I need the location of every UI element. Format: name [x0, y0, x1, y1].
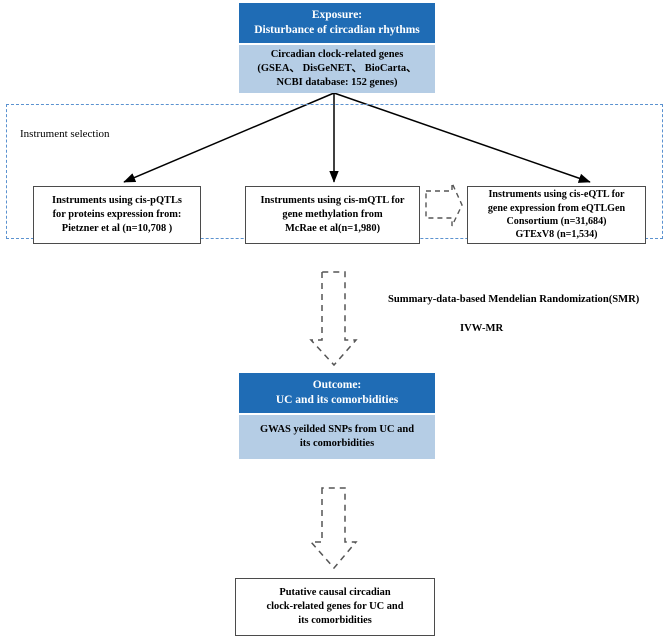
mqtl-line1: Instruments using cis-mQTL for	[260, 195, 405, 207]
pqtl-line1: Instruments using cis-pQTLs	[52, 195, 182, 207]
instrument-box-eqtl: Instruments using cis-eQTL for gene expr…	[467, 186, 646, 244]
outcome-body-line1: GWAS yeilded SNPs from UC and	[259, 424, 415, 436]
conclusion-line1: Putative causal circadian	[279, 587, 391, 599]
methods-label-group: Summary-data-based Mendelian Randomizati…	[388, 294, 658, 334]
mqtl-line2: gene methylation from	[282, 209, 383, 221]
dashed-block-arrow-to-outcome	[309, 271, 358, 367]
method-ivw-mr-label: IVW-MR	[460, 323, 504, 334]
exposure-header-box: Exposure: Disturbance of circadian rhyth…	[239, 3, 435, 43]
outcome-gwas-box: GWAS yeilded SNPs from UC and its comorb…	[239, 415, 435, 459]
exposure-body-line3: NCBI database: 152 genes)	[276, 76, 398, 88]
outcome-header-line2: UC and its comorbidities	[275, 394, 399, 406]
method-smr-label: Summary-data-based Mendelian Randomizati…	[388, 294, 640, 305]
conclusion-line2: clock-related genes for UC and	[266, 601, 404, 613]
instrument-box-pqtl: Instruments using cis-pQTLs for proteins…	[33, 186, 201, 244]
instrument-selection-label: Instrument selection	[20, 128, 110, 140]
exposure-body-line2: (GSEA、 DisGeNET、 BioCarta、	[257, 63, 417, 75]
eqtl-line2: gene expression from eQTLGen	[487, 202, 626, 214]
exposure-header-line1: Exposure:	[311, 8, 363, 21]
eqtl-line1: Instruments using cis-eQTL for	[488, 189, 625, 201]
conclusion-line3: its comorbidities	[298, 614, 372, 626]
pqtl-line2: for proteins expression from:	[52, 209, 182, 221]
exposure-genes-box: Circadian clock-related genes (GSEA、 Dis…	[239, 45, 435, 93]
eqtl-line3: Consortium (n=31,684)	[506, 216, 607, 227]
dashed-block-arrow-to-conclusion	[309, 487, 358, 570]
exposure-body-line1: Circadian clock-related genes	[270, 49, 404, 61]
eqtl-line4: GTExV8 (n=1,534)	[515, 229, 598, 241]
exposure-header-line2: Disturbance of circadian rhythms	[254, 24, 420, 36]
outcome-header-line1: Outcome:	[312, 378, 362, 391]
mqtl-line3: McRae et al(n=1,980)	[284, 222, 381, 234]
instrument-box-mqtl: Instruments using cis-mQTL for gene meth…	[245, 186, 420, 244]
conclusion-box: Putative causal circadian clock-related …	[235, 578, 435, 636]
outcome-header-box: Outcome: UC and its comorbidities	[239, 373, 435, 413]
pqtl-line3: Pietzner et al (n=10,708 )	[61, 222, 173, 234]
outcome-body-line2: its comorbidities	[299, 438, 375, 449]
